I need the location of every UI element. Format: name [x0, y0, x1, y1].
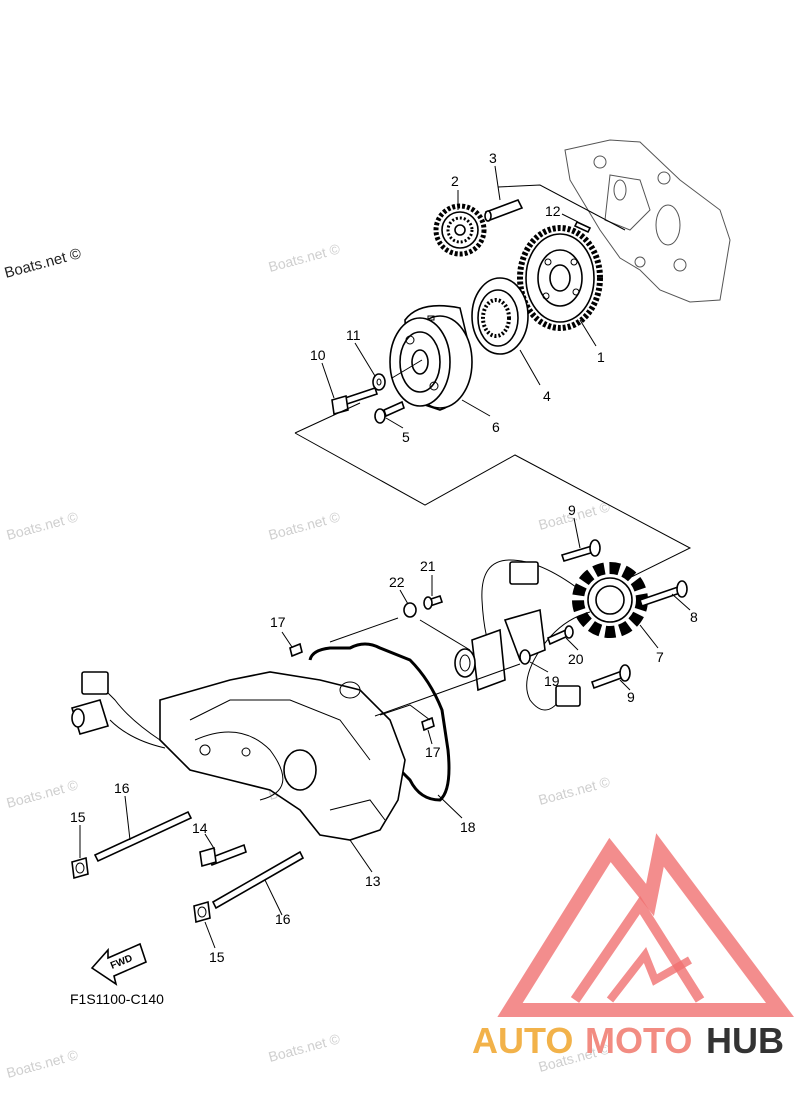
dowel-pins — [289, 642, 435, 732]
watermark: Boats.net © — [5, 1046, 81, 1081]
callout-4: 4 — [543, 388, 551, 404]
assembly-axis — [329, 617, 521, 717]
callout-20: 20 — [568, 651, 584, 667]
cover-gasket — [308, 642, 451, 802]
fwd-arrow-icon: FWD — [90, 942, 147, 986]
watermark: Boats.net © — [267, 508, 343, 543]
watermark: Boats.net © — [5, 776, 81, 811]
callout-3: 3 — [489, 150, 497, 166]
bolt-and-washer — [403, 594, 444, 618]
callout-9a: 9 — [568, 502, 576, 518]
brand-auto: AUTO — [472, 1020, 573, 1061]
watermark: Boats.net © — [267, 240, 343, 275]
callout-leaders — [79, 165, 691, 949]
callout-8: 8 — [690, 609, 698, 625]
watermark: Boats.net © — [267, 1030, 343, 1065]
brand-wordmark: AUTO MOTO HUB — [472, 1020, 784, 1061]
watermark: Boats.net © — [537, 773, 613, 808]
callout-14: 14 — [192, 820, 208, 836]
dowel-pin — [573, 220, 592, 234]
callout-9b: 9 — [627, 689, 635, 705]
crankcase-outline — [564, 139, 731, 303]
callout-15a: 15 — [70, 809, 86, 825]
callout-22: 22 — [389, 574, 405, 590]
idler-gear — [433, 203, 487, 257]
starter-clutch — [471, 277, 529, 355]
starter-wheel-gear — [517, 225, 603, 331]
callout-labels: 2 3 12 1 4 6 5 11 10 9 8 7 20 19 9 21 22… — [70, 150, 698, 965]
callout-17a: 17 — [270, 614, 286, 630]
callout-10: 10 — [310, 347, 326, 363]
callout-19: 19 — [544, 673, 560, 689]
grommet — [519, 649, 531, 665]
wire-harness — [70, 671, 166, 749]
stator-assembly — [481, 559, 648, 711]
brand-logo — [497, 833, 794, 1017]
leader-bracket — [294, 184, 692, 586]
screw — [374, 400, 405, 424]
callout-13: 13 — [365, 873, 381, 889]
callout-21: 21 — [420, 558, 436, 574]
cover-bolts — [71, 810, 305, 924]
callout-15b: 15 — [209, 949, 225, 965]
callout-16a: 16 — [114, 780, 130, 796]
generator-cover — [159, 671, 431, 841]
stator-bolts — [560, 539, 688, 690]
watermark-dark: Boats.net © — [3, 245, 83, 282]
callout-7: 7 — [656, 649, 664, 665]
oil-seal — [454, 628, 506, 692]
brand-moto: MOTO — [585, 1020, 692, 1061]
idler-shaft — [484, 198, 524, 222]
callout-5: 5 — [402, 429, 410, 445]
callout-11: 11 — [346, 327, 361, 343]
callout-17b: 17 — [425, 744, 441, 760]
rotor-bolt — [331, 386, 379, 416]
watermark: Boats.net © — [5, 508, 81, 543]
plain-washer — [372, 373, 386, 391]
callout-1: 1 — [597, 349, 605, 365]
callout-18: 18 — [460, 819, 476, 835]
callout-6: 6 — [492, 419, 500, 435]
callout-2: 2 — [451, 173, 459, 189]
clamp-screw — [547, 625, 574, 646]
callout-16b: 16 — [275, 911, 291, 927]
diagram-code: F1S1100-C140 — [70, 991, 164, 1007]
rotor-assembly — [389, 304, 473, 411]
callout-12: 12 — [545, 203, 561, 219]
brand-hub: HUB — [706, 1020, 784, 1061]
